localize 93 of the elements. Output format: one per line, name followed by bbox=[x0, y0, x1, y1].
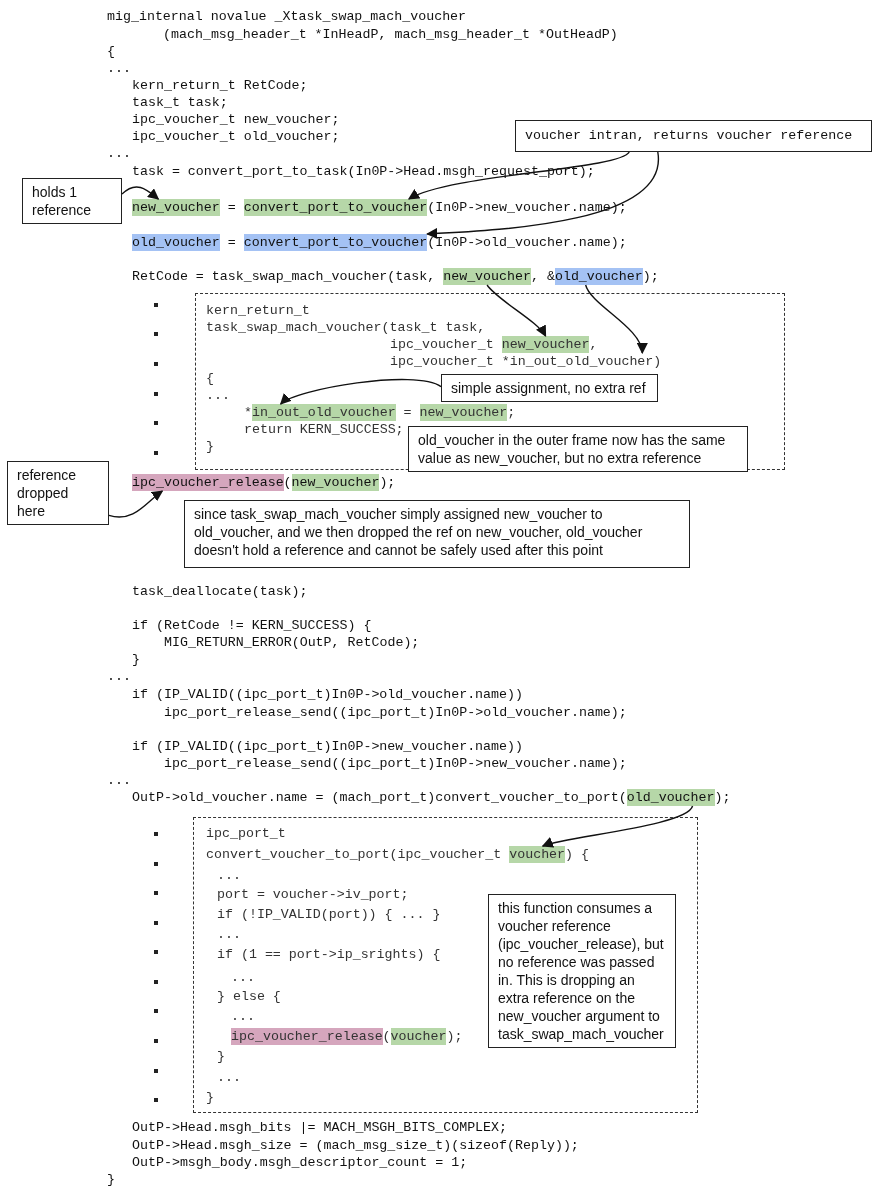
highlighted-code: new_voucher bbox=[132, 199, 220, 216]
code-text: if (IP_VALID((ipc_port_t)In0P->new_voucher.name)) bbox=[132, 738, 523, 755]
code-text: ... bbox=[107, 668, 131, 685]
highlighted-code: convert_port_to_voucher bbox=[243, 234, 428, 251]
code-text: ipc_port_release_send((ipc_port_t)In0P->old_voucher.name); bbox=[164, 704, 627, 721]
code-text: if (IP_VALID((ipc_port_t)In0P->old_voucher.name)) bbox=[132, 686, 523, 703]
code-text: task_t task; bbox=[132, 94, 228, 111]
arrow bbox=[121, 186, 160, 200]
code-text: task_swap_mach_voucher(task_t task, bbox=[206, 319, 486, 336]
callout-box: voucher intran, returns voucher reference bbox=[515, 120, 872, 152]
code-text: kern_return_t bbox=[206, 302, 310, 319]
code-text: ) { bbox=[565, 846, 590, 863]
code-text: OutP->Head.msgh_size = (mach_msg_size_t)(sizeof(Reply)); bbox=[132, 1137, 579, 1154]
code-text: = bbox=[227, 199, 236, 216]
code-text: ); bbox=[446, 1028, 463, 1045]
code-text: = bbox=[403, 404, 412, 421]
code-text: } bbox=[206, 1089, 214, 1106]
code-text: MIG_RETURN_ERROR(OutP, RetCode); bbox=[164, 634, 420, 651]
code-text: = bbox=[227, 234, 236, 251]
code-text: ipc_voucher_t new_voucher; bbox=[132, 111, 340, 128]
callout-box: since task_swap_mach_voucher simply assigned new_voucher to old_voucher, and we then dropped the ref on new_voucher, old_voucher doesn't hold a reference and cannot be safely used after this point bbox=[184, 500, 690, 568]
code-text: ipc_port_release_send((ipc_port_t)In0P->new_voucher.name); bbox=[164, 755, 627, 772]
code-text: OutP->old_voucher.name = (mach_port_t)convert_voucher_to_port( bbox=[132, 789, 627, 806]
callout-box: holds 1 reference bbox=[22, 178, 122, 224]
highlighted-code: new_voucher bbox=[501, 336, 590, 353]
code-text: ); bbox=[379, 474, 396, 491]
code-text: ... bbox=[107, 145, 131, 162]
highlighted-code: ipc_voucher_release bbox=[132, 474, 284, 491]
arrow bbox=[279, 378, 442, 405]
highlighted-code: old_voucher bbox=[554, 268, 643, 285]
code-text: OutP->Head.msgh_bits |= MACH_MSGH_BITS_COMPLEX; bbox=[132, 1119, 508, 1136]
code-text: ... bbox=[107, 772, 131, 789]
code-text: } bbox=[132, 651, 140, 668]
code-text: } bbox=[217, 1048, 225, 1065]
code-text: ipc_voucher_t bbox=[390, 336, 494, 353]
callout-box: this function consumes a voucher reference (ipc_voucher_release), but no reference was passed in. This is dropping an extra reference on the new_voucher argument to task_swap_mach_voucher bbox=[488, 894, 676, 1048]
code-text: ipc_port_t bbox=[206, 825, 286, 842]
code-text: kern_return_t RetCode; bbox=[132, 77, 308, 94]
code-panel bbox=[195, 293, 785, 470]
arrow bbox=[108, 490, 164, 518]
code-text: port = voucher->iv_port; bbox=[217, 886, 409, 903]
code-text: } bbox=[107, 1171, 115, 1188]
code-text: ipc_voucher_t old_voucher; bbox=[132, 128, 340, 145]
highlighted-code: new_voucher bbox=[443, 268, 531, 285]
callout-box: old_voucher in the outer frame now has the same value as new_voucher, but no extra reference bbox=[408, 426, 748, 472]
code-text: if (1 == port->ip_srights) { bbox=[217, 946, 441, 963]
arrow bbox=[541, 805, 694, 849]
code-text: ... bbox=[217, 867, 241, 884]
highlighted-code: old_voucher bbox=[132, 234, 220, 251]
highlighted-code: voucher bbox=[509, 846, 566, 863]
highlighted-code: new_voucher bbox=[419, 404, 508, 421]
code-text: return KERN_SUCCESS; bbox=[244, 421, 404, 438]
code-text: if (RetCode != KERN_SUCCESS) { bbox=[132, 617, 372, 634]
code-text: ipc_voucher_t *in_out_old_voucher) bbox=[390, 353, 662, 370]
code-text: , & bbox=[530, 268, 555, 285]
code-text: , bbox=[589, 336, 598, 353]
code-text: ... bbox=[217, 1069, 241, 1086]
highlighted-code: old_voucher bbox=[626, 789, 715, 806]
code-text: } else { bbox=[217, 988, 281, 1005]
code-text: ); bbox=[714, 789, 731, 806]
code-panel bbox=[193, 817, 698, 1113]
code-text: task_deallocate(task); bbox=[132, 583, 308, 600]
callout-box: reference dropped here bbox=[7, 461, 109, 525]
highlighted-code: in_out_old_voucher bbox=[252, 404, 396, 421]
highlighted-code: ipc_voucher_release bbox=[231, 1028, 383, 1045]
code-text: OutP->msgh_body.msgh_descriptor_count = 1; bbox=[132, 1154, 468, 1171]
code-text: ... bbox=[231, 1008, 255, 1025]
arrow bbox=[426, 151, 659, 240]
code-text: ... bbox=[206, 387, 230, 404]
arrow bbox=[584, 284, 647, 355]
code-text: mig_internal novalue _Xtask_swap_mach_voucher bbox=[107, 8, 467, 25]
code-text: (mach_msg_header_t *InHeadP, mach_msg_header_t *OutHeadP) bbox=[163, 26, 618, 43]
code-text: { bbox=[206, 370, 214, 387]
code-text: ; bbox=[507, 404, 516, 421]
highlighted-code: convert_port_to_voucher bbox=[243, 199, 428, 216]
highlighted-code: new_voucher bbox=[291, 474, 380, 491]
code-text: ); bbox=[642, 268, 659, 285]
code-text: (In0P->old_voucher.name); bbox=[427, 234, 627, 251]
code-text: RetCode = task_swap_mach_voucher(task, bbox=[132, 268, 436, 285]
code-text: ... bbox=[217, 926, 241, 943]
code-text: convert_voucher_to_port(ipc_voucher_t bbox=[206, 846, 502, 863]
callout-box: simple assignment, no extra ref bbox=[441, 374, 658, 402]
highlighted-code: voucher bbox=[390, 1028, 447, 1045]
code-text: * bbox=[244, 404, 252, 421]
code-text: ... bbox=[107, 60, 131, 77]
code-text: { bbox=[107, 43, 115, 60]
code-text: ... bbox=[231, 969, 255, 986]
arrow bbox=[486, 284, 547, 337]
code-text: ( bbox=[283, 474, 292, 491]
code-text: ( bbox=[382, 1028, 391, 1045]
arrow bbox=[407, 151, 630, 200]
code-text: if (!IP_VALID(port)) { ... } bbox=[217, 906, 441, 923]
code-text: } bbox=[206, 438, 214, 455]
